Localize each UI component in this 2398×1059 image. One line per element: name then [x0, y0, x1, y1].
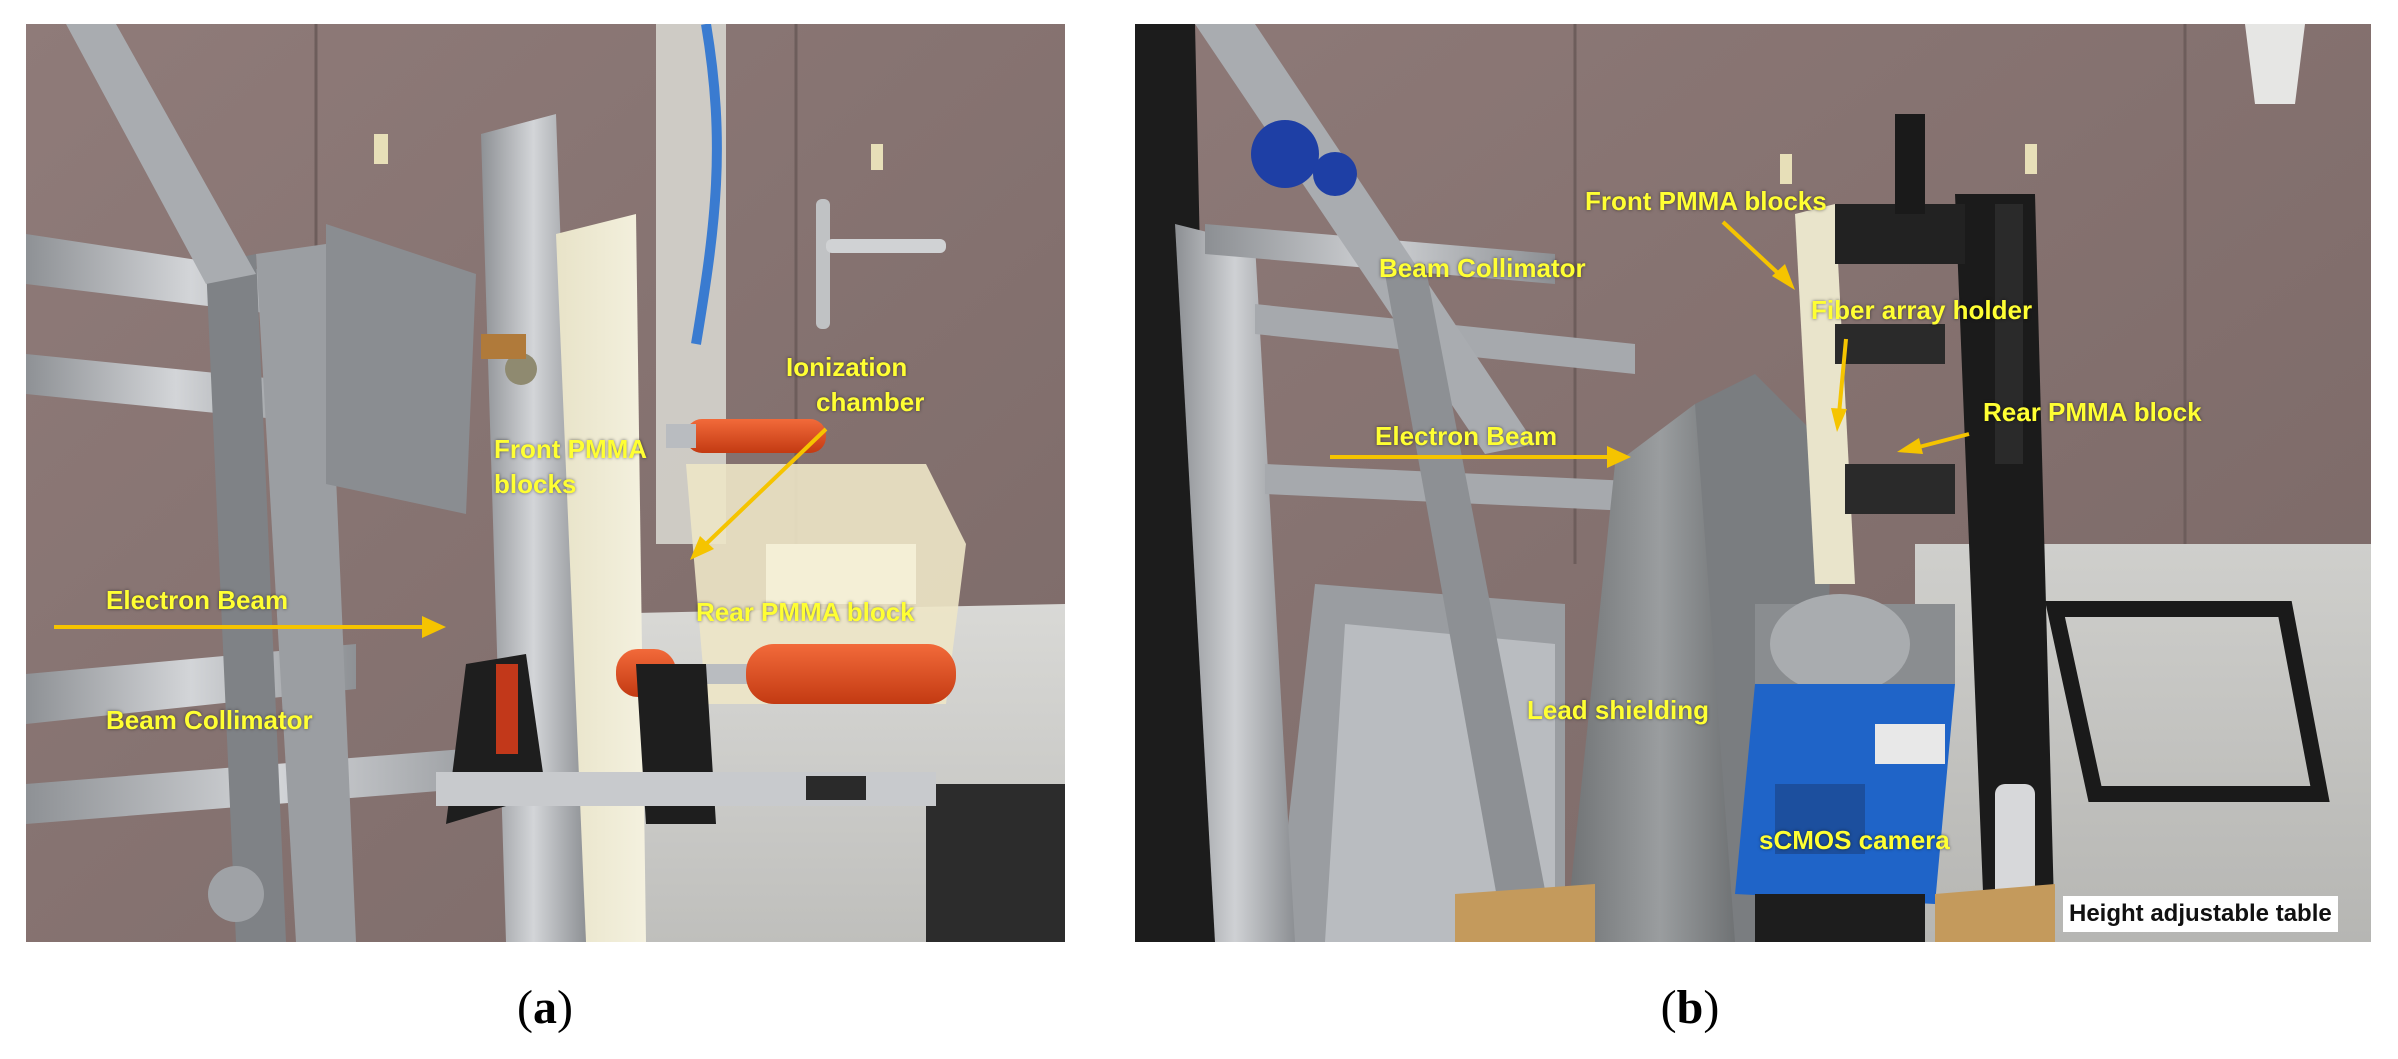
label-beam-collimator-a: Beam Collimator	[106, 705, 313, 735]
label-rear-pmma-b: Rear PMMA block	[1983, 397, 2202, 427]
caption-a-open: (	[517, 981, 533, 1034]
label-ionization-chamber: Ionization	[786, 352, 908, 382]
experimental-setup-photo-b	[1135, 24, 2371, 942]
photo-panel-b: Front PMMA blocks Beam Collimator Fiber …	[1135, 24, 2371, 942]
label-beam-collimator-b: Beam Collimator	[1379, 253, 1586, 283]
caption-a-letter: a	[533, 981, 557, 1034]
caption-b-letter: b	[1676, 981, 1704, 1034]
caption-b: (b)	[1630, 980, 1750, 1035]
caption-a: (a)	[485, 980, 605, 1035]
label-height-adjustable-table: Height adjustable table	[2063, 896, 2338, 932]
label-front-pmma-line2: blocks	[494, 469, 577, 499]
label-electron-beam-a: Electron Beam	[106, 585, 289, 615]
photo-panel-a: Ionization chamber Front PMMA blocks Ele…	[26, 24, 1065, 942]
label-lead-shielding: Lead shielding	[1527, 695, 1710, 725]
caption-b-open: (	[1660, 981, 1677, 1034]
label-ionization-chamber-line2: chamber	[816, 387, 925, 417]
caption-a-close: )	[557, 981, 573, 1034]
label-scmos-camera: sCMOS camera	[1759, 825, 1950, 855]
label-fiber-array-holder: Fiber array holder	[1811, 295, 2033, 325]
label-rear-pmma-a: Rear PMMA block	[696, 597, 915, 627]
label-electron-beam-b: Electron Beam	[1375, 421, 1558, 451]
caption-b-close: )	[1703, 981, 1720, 1034]
label-front-pmma-b: Front PMMA blocks	[1585, 186, 1827, 216]
experimental-setup-photo-a	[26, 24, 1065, 942]
label-front-pmma: Front PMMA	[494, 434, 648, 464]
